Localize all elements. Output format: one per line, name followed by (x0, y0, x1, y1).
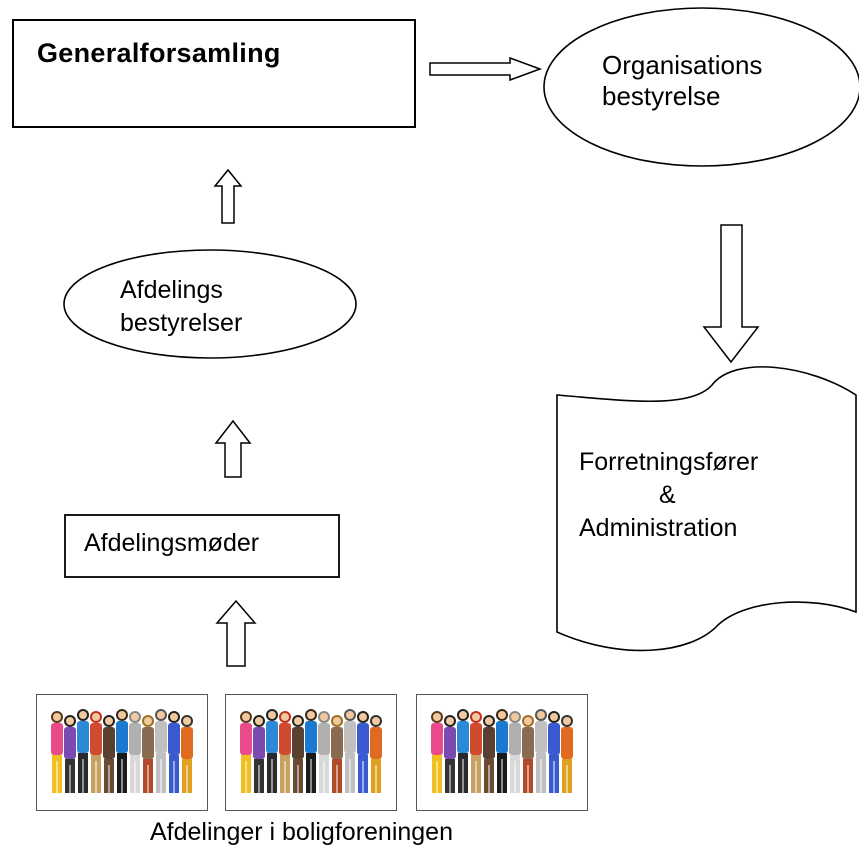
person-figure (305, 709, 317, 793)
admin-label-line1: Forretningsfører (579, 448, 759, 476)
general-assembly-label: Generalforsamling (37, 38, 281, 68)
person-figure (240, 711, 252, 793)
person-figure (509, 711, 521, 793)
person-figure (129, 711, 141, 793)
person-figure (155, 709, 167, 793)
person-figure (168, 711, 180, 793)
person-figure (522, 715, 534, 793)
person-figure (64, 715, 76, 793)
arrow-up-top (213, 168, 243, 224)
arrow-up-bottom (215, 599, 257, 667)
dept-boards-label: Afdelings bestyrelser (120, 274, 242, 340)
dept-boards-label-line2: bestyrelser (120, 309, 243, 337)
person-figure (51, 711, 63, 793)
person-figure (444, 715, 456, 793)
person-figure (103, 715, 115, 793)
person-figure (470, 711, 482, 793)
person-figure (357, 711, 369, 793)
admin-label-line2: & (659, 481, 676, 509)
person-figure (496, 709, 508, 793)
person-figure (90, 711, 102, 793)
person-figure (431, 711, 443, 793)
person-figure (253, 715, 265, 793)
org-board-label: Organisations bestyrelse (602, 50, 762, 111)
general-assembly-box (12, 19, 416, 128)
person-figure (370, 715, 382, 793)
dept-boards-label-line1: Afdelings (120, 276, 223, 304)
person-figure (181, 715, 193, 793)
org-board-label-line2: bestyrelse (602, 80, 721, 111)
person-figure (279, 711, 291, 793)
caption: Afdelinger i boligforeningen (150, 818, 453, 846)
person-figure (561, 715, 573, 793)
person-figure (142, 715, 154, 793)
person-figure (77, 709, 89, 793)
arrow-right (429, 56, 543, 82)
person-figure (535, 709, 547, 793)
person-figure (331, 715, 343, 793)
people-group-icon (240, 709, 382, 793)
people-group-icon (431, 709, 573, 793)
person-figure (483, 715, 495, 793)
admin-label-line3: Administration (579, 514, 738, 542)
person-figure (292, 715, 304, 793)
person-figure (266, 709, 278, 793)
dept-boards-ellipse (63, 249, 357, 359)
people-photo-3 (416, 694, 588, 811)
person-figure (318, 711, 330, 793)
org-board-ellipse (543, 7, 859, 167)
arrow-up-middle (214, 419, 252, 478)
person-figure (548, 711, 560, 793)
org-board-label-line1: Organisations (602, 50, 763, 80)
person-figure (116, 709, 128, 793)
people-photo-1 (36, 694, 208, 811)
arrow-down (702, 224, 760, 364)
people-photo-2 (225, 694, 397, 811)
people-group-icon (51, 709, 193, 793)
person-figure (457, 709, 469, 793)
admin-document-shape (556, 366, 857, 652)
dept-meetings-label: Afdelingsmøder (84, 529, 260, 557)
admin-label: Forretningsfører & Administration (579, 446, 758, 545)
person-figure (344, 709, 356, 793)
dept-meetings-box (64, 514, 340, 578)
